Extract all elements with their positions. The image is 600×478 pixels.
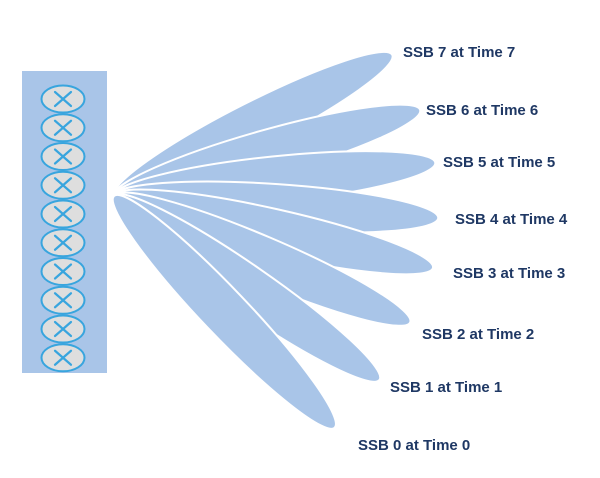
antenna-element [40,113,86,143]
antenna-element-x-icon [53,177,73,194]
antenna-array [22,71,107,373]
antenna-element [40,199,86,229]
antenna-element-x-icon [53,205,73,223]
antenna-element [40,84,86,114]
beam-labels: SSB 0 at Time 0 SSB 1 at Time 1 SSB 2 at T… [358,44,568,454]
label-ssb-2: SSB 2 at Time 2 [422,326,534,343]
label-ssb-7: SSB 7 at Time 7 [403,44,515,61]
antenna-element [40,142,86,171]
beam-ssb-0 [111,193,337,430]
label-ssb-6: SSB 6 at Time 6 [426,102,538,119]
beam-fan [111,50,440,430]
label-ssb-5: SSB 5 at Time 5 [443,154,555,171]
antenna-element [40,228,86,258]
antenna-element-x-icon [53,320,73,338]
antenna-element [40,343,86,373]
antenna-element [40,257,86,286]
antenna-element-x-icon [53,148,73,165]
antenna-element-x-icon [53,292,73,309]
antenna-element [40,314,86,344]
label-ssb-0: SSB 0 at Time 0 [358,437,470,454]
antenna-element-x-icon [53,90,73,108]
antenna-element-x-icon [53,234,73,251]
label-ssb-3: SSB 3 at Time 3 [453,265,565,282]
antenna-element [40,285,86,315]
antenna-element-x-icon [53,263,73,280]
label-ssb-1: SSB 1 at Time 1 [390,379,502,396]
label-ssb-4: SSB 4 at Time 4 [455,211,568,228]
antenna-element-x-icon [53,349,73,366]
antenna-element-x-icon [53,119,73,136]
antenna-element [40,170,86,200]
